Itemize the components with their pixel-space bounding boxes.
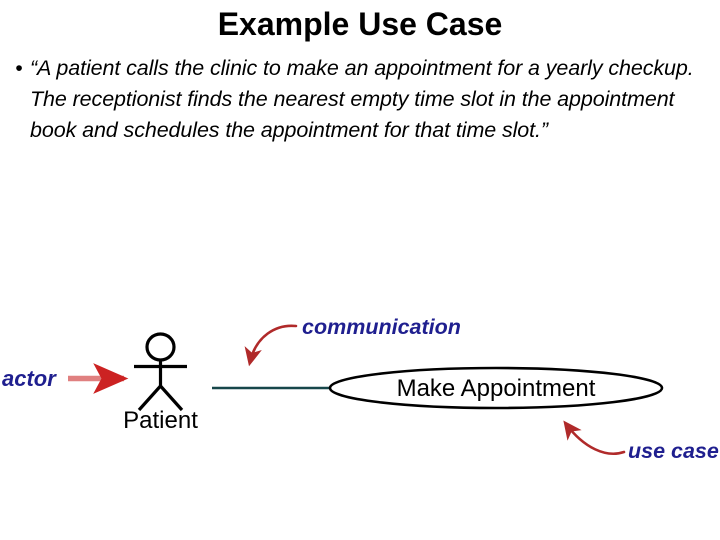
use-case-label: Make Appointment	[397, 375, 596, 402]
bullet-list: • “A patient calls the clinic to make an…	[8, 53, 714, 146]
annotation-arrow-communication	[244, 324, 298, 367]
diagram-svg: actor Patient communication	[2, 315, 719, 463]
bullet-item-text: “A patient calls the clinic to make an a…	[30, 56, 694, 142]
annotation-label-actor: actor	[2, 366, 57, 391]
annotation-arrow-use-case	[563, 420, 626, 455]
page-title: Example Use Case	[217, 6, 503, 42]
list-item: • “A patient calls the clinic to make an…	[8, 53, 714, 146]
use-case-diagram: actor Patient communication	[0, 300, 720, 490]
stick-figure-actor-icon	[134, 332, 187, 412]
annotation-label-communication: communication	[302, 315, 461, 339]
annotation-label-use-case: use case	[628, 439, 719, 463]
bullet-marker-icon: •	[15, 57, 23, 80]
use-case-ellipse	[328, 366, 664, 410]
actor-label: Patient	[123, 407, 198, 434]
